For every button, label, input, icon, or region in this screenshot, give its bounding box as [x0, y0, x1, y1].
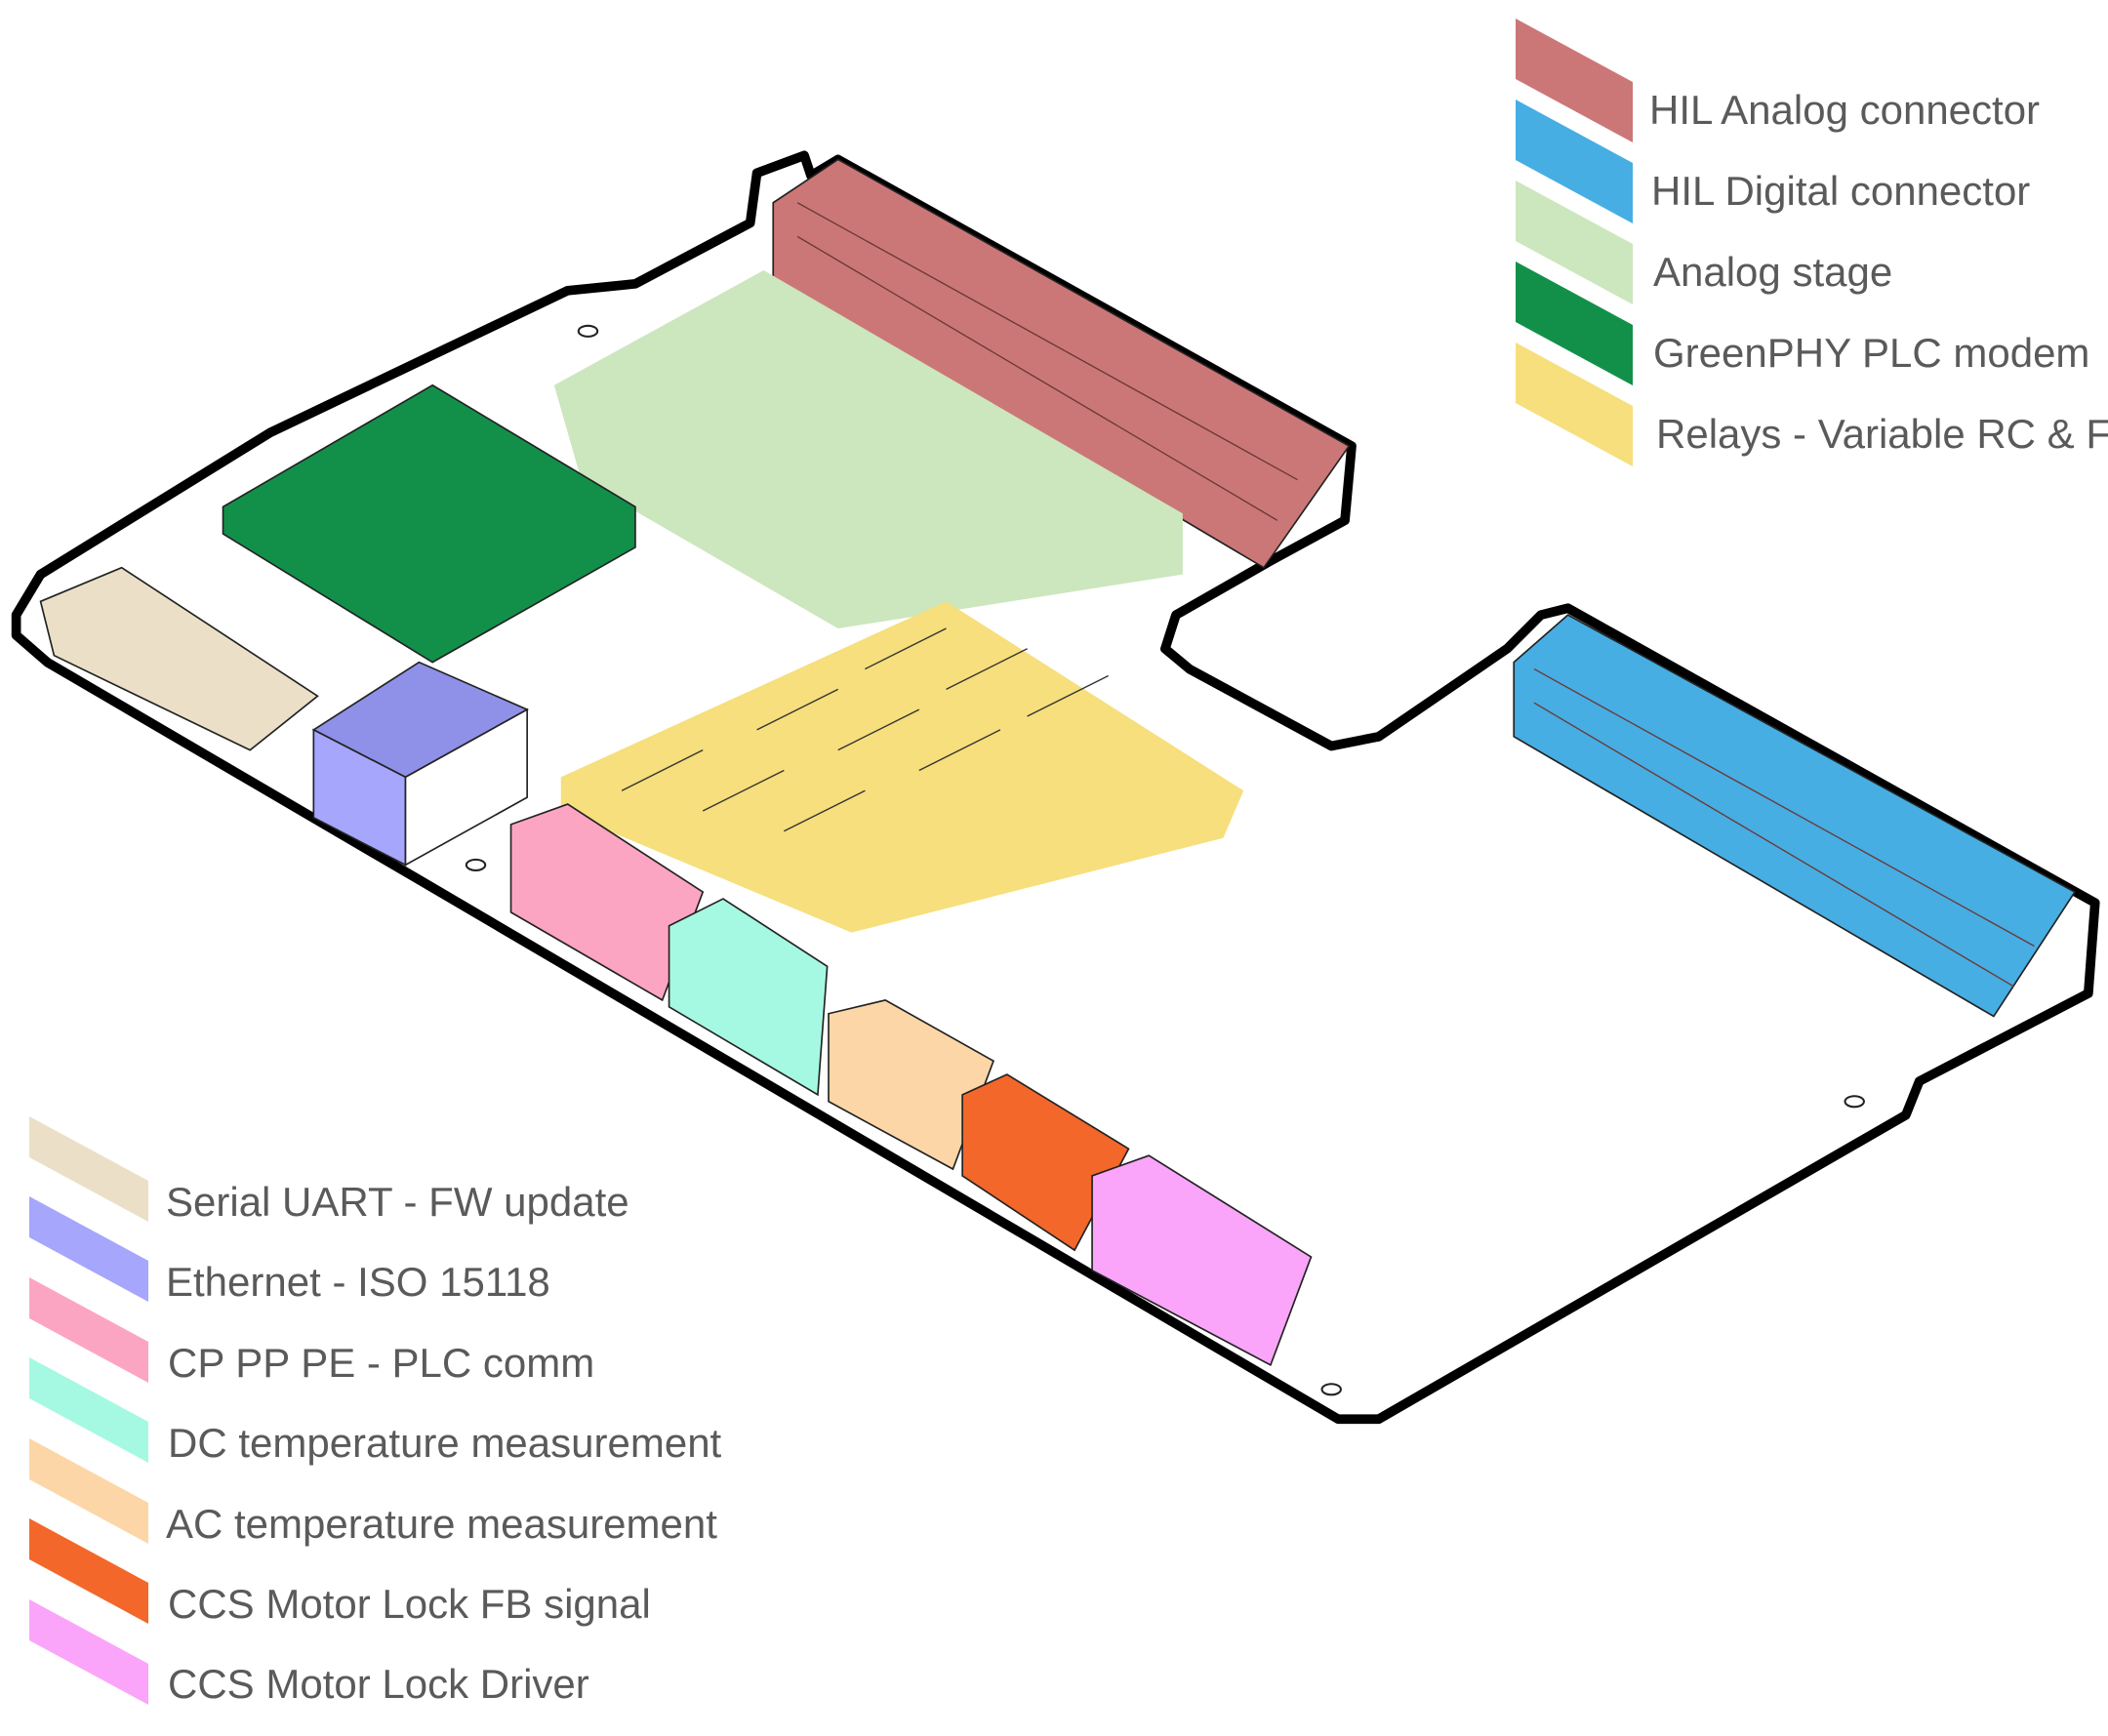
legend-swatch [29, 1277, 148, 1383]
legend-label: CCS Motor Lock Driver [168, 1661, 589, 1707]
legend-label: Analog stage [1653, 249, 1892, 295]
legend-swatch [29, 1518, 148, 1624]
analog-stage [553, 270, 1183, 629]
legend-label: AC temperature measurement [166, 1501, 717, 1547]
legend-label: Ethernet - ISO 15118 [166, 1259, 550, 1305]
legend-item-ac-temp: AC temperature measurement [29, 1438, 717, 1547]
connector-ribs [796, 202, 2035, 988]
legend-swatch [29, 1438, 148, 1544]
dc-temp-connector [668, 898, 829, 1097]
legend-swatch [29, 1599, 148, 1705]
legend-item-serial-uart: Serial UART - FW update [29, 1116, 629, 1225]
legend-item-relays: Relays - Variable RC & FI [1516, 343, 2108, 466]
motor-lock-driver-connector [1091, 1154, 1313, 1367]
legend-bottom: Serial UART - FW update Ethernet - ISO 1… [29, 1116, 722, 1707]
legend-item-hil-digital: HIL Digital connector [1516, 100, 2030, 223]
legend-swatch [29, 1357, 148, 1463]
legend-item-cp-pp-pe: CP PP PE - PLC comm [29, 1277, 594, 1386]
legend-swatch [29, 1116, 148, 1222]
legend-swatch [1516, 100, 1633, 223]
legend-top: HIL Analog connector HIL Digital connect… [1516, 19, 2108, 466]
hil-digital-connector [1513, 614, 2077, 1018]
legend-label: Serial UART - FW update [166, 1179, 629, 1225]
legend-item-ethernet: Ethernet - ISO 15118 [29, 1196, 550, 1305]
legend-item-motor-lock-fb: CCS Motor Lock FB signal [29, 1518, 651, 1627]
legend-swatch [29, 1196, 148, 1302]
ethernet-side [404, 707, 528, 867]
legend-label: GreenPHY PLC modem [1653, 330, 2089, 376]
legend-swatch [1516, 262, 1633, 385]
legend-item-hil-analog: HIL Analog connector [1516, 19, 2040, 142]
legend-swatch [1516, 19, 1633, 142]
legend-swatch [1516, 343, 1633, 466]
legend-label: Relays - Variable RC & FI [1656, 411, 2108, 457]
legend-item-motor-lock-driver: CCS Motor Lock Driver [29, 1599, 589, 1707]
legend-item-analog-stage: Analog stage [1516, 181, 1892, 304]
legend-label: DC temperature measurement [168, 1420, 722, 1466]
legend-label: HIL Analog connector [1649, 87, 2040, 133]
legend-label: CCS Motor Lock FB signal [168, 1581, 651, 1627]
relays-block [560, 601, 1244, 933]
legend-label: CP PP PE - PLC comm [168, 1340, 594, 1386]
greenphy-plc-modem [222, 384, 636, 664]
legend-item-greenphy: GreenPHY PLC modem [1516, 262, 2089, 385]
legend-label: HIL Digital connector [1651, 168, 2030, 214]
legend-swatch [1516, 181, 1633, 304]
pcb-board-illustration [11, 150, 2100, 1425]
legend-item-dc-temp: DC temperature measurement [29, 1357, 722, 1466]
serial-uart-connector [39, 566, 319, 751]
relay-outlines [621, 627, 1110, 832]
hil-analog-connector [772, 158, 1351, 569]
mounting-holes [465, 324, 1865, 1396]
